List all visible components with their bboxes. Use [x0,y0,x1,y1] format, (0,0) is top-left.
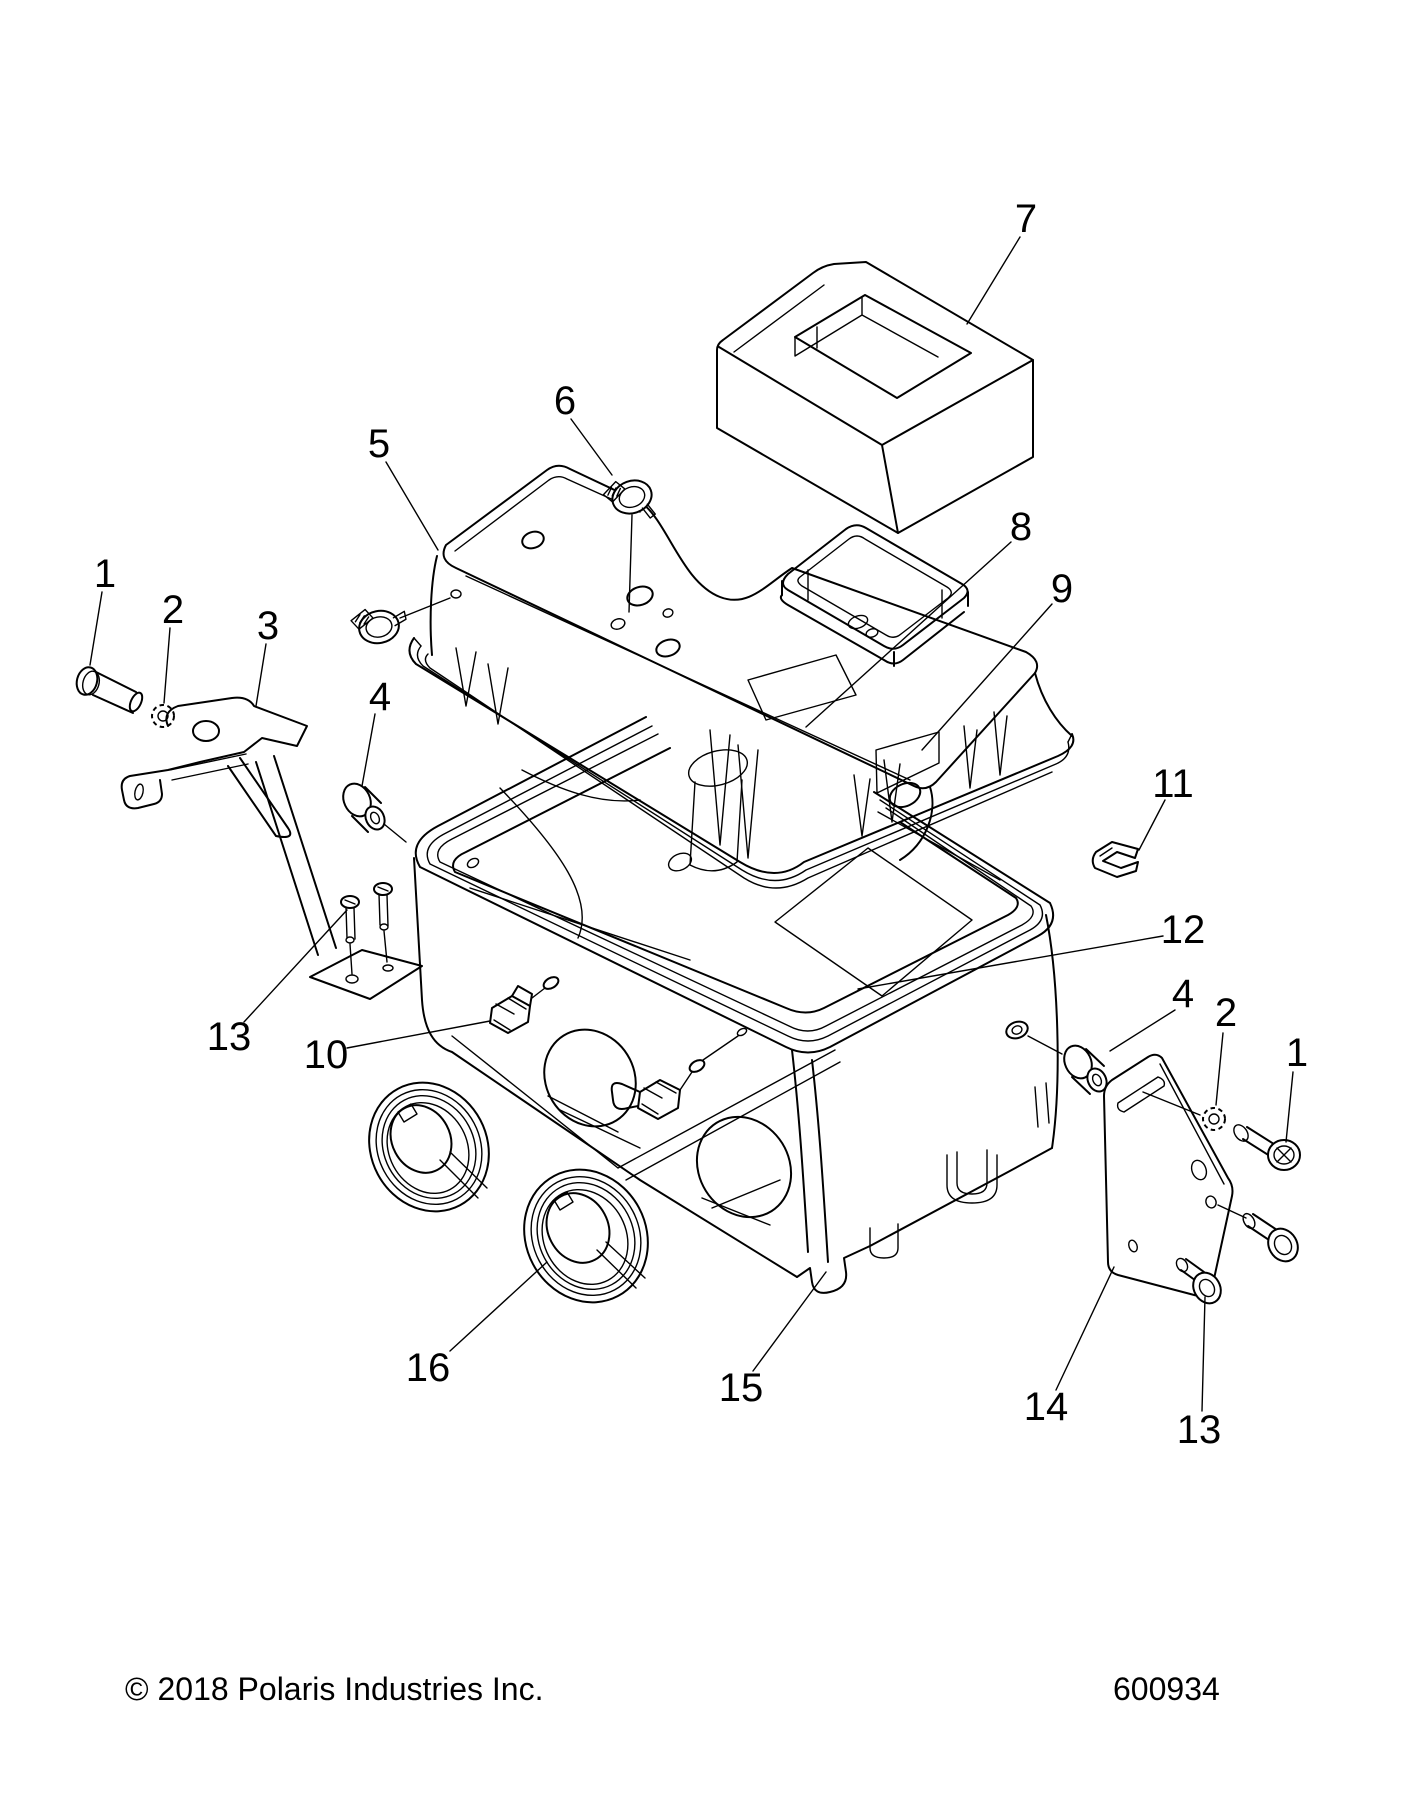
foam-filter-element [716,261,1034,534]
callout-leader-2-18 [1215,1032,1224,1106]
fitting-straight [489,976,560,1034]
grommet-left [342,782,407,843]
bracket-right-slot [1116,1076,1166,1113]
callout-number-6-5: 6 [554,379,576,423]
callout-number-2-1: 2 [162,588,184,632]
bracket-left-foot [309,949,423,1000]
callout-number-8-7: 8 [1010,505,1032,549]
callout-leader-2-1 [163,627,171,704]
callout-leader-10-9 [346,1020,491,1049]
callout-leader-13-12 [243,909,348,1023]
callout-leader-15-15 [752,1271,827,1372]
callout-leader-14-13 [1055,1266,1115,1391]
callout-leader-4-17 [1109,1009,1176,1052]
grommet-right [1063,1044,1108,1095]
callout-leader-9-8 [921,603,1053,751]
callout-leader-6-5 [570,418,613,476]
callout-number-1-19: 1 [1286,1031,1308,1075]
fitting-elbow [610,1027,748,1120]
callout-number-11-10: 11 [1152,762,1194,806]
clamp-top-assembly-line [628,514,633,613]
boot-hole-front [695,1115,793,1219]
callout-number-5-4: 5 [368,422,390,466]
callout-number-3-2: 3 [257,604,279,648]
callout-leader-4-3 [361,713,376,787]
callout-number-9-8: 9 [1051,567,1073,611]
bolt-right [1233,1124,1301,1171]
callout-number-4-3: 4 [369,675,391,719]
screw-right-b [1175,1257,1222,1305]
callout-number-16-16: 16 [406,1346,451,1390]
screw-right-a [1242,1212,1299,1263]
rubber-boot-front [523,1168,649,1304]
callout-number-13-14: 13 [1177,1408,1222,1452]
airbox-base [413,716,1063,1294]
bracket-right [1103,1053,1247,1298]
callout-number-7-6: 7 [1015,197,1037,241]
star-washer-right [1202,1107,1226,1131]
cover-decal-8 [747,654,857,721]
rubber-boot-rear [368,1081,490,1213]
callout-leader-13-14 [1201,1296,1206,1412]
cover-decal-9 [875,731,940,794]
part-number-text: 600934 [1113,1671,1220,1707]
callout-number-13-12: 13 [207,1015,252,1059]
clamp-left-assembly-line [399,597,451,619]
drain-spout [796,1147,1053,1294]
callout-number-12-11: 12 [1161,908,1206,952]
callout-leader-16-16 [449,1261,548,1352]
airbox-cover [408,464,1075,889]
copyright-text: © 2018 Polaris Industries Inc. [125,1671,543,1707]
callout-leader-7-6 [966,236,1021,325]
callout-number-15-15: 15 [719,1366,764,1410]
callout-leader-3-2 [255,643,267,707]
screw-left-a [340,895,360,975]
star-washer-left [151,704,175,728]
callout-number-10-9: 10 [304,1033,349,1077]
cover-inlet-collar [779,524,969,667]
callout-leader-11-10 [1138,799,1166,851]
callout-leader-1-0 [89,591,103,666]
callout-number-4-17: 4 [1172,972,1194,1016]
callout-number-2-18: 2 [1215,991,1237,1035]
screw-left-b [373,882,393,963]
boot-hole-rear [543,1028,637,1128]
callout-leader-12-11 [857,935,1164,990]
callout-leader-8-7 [805,541,1012,728]
hose-clamp-left [350,608,407,645]
clip [1091,841,1139,878]
bolt-left [75,666,144,714]
callout-leader-1-19 [1285,1071,1294,1143]
hose-clamp-top [602,479,656,519]
callout-leader-5-4 [385,461,439,551]
callout-number-14-13: 14 [1024,1385,1069,1429]
callout-number-1-0: 1 [94,552,116,596]
bracket-left [120,696,423,1000]
